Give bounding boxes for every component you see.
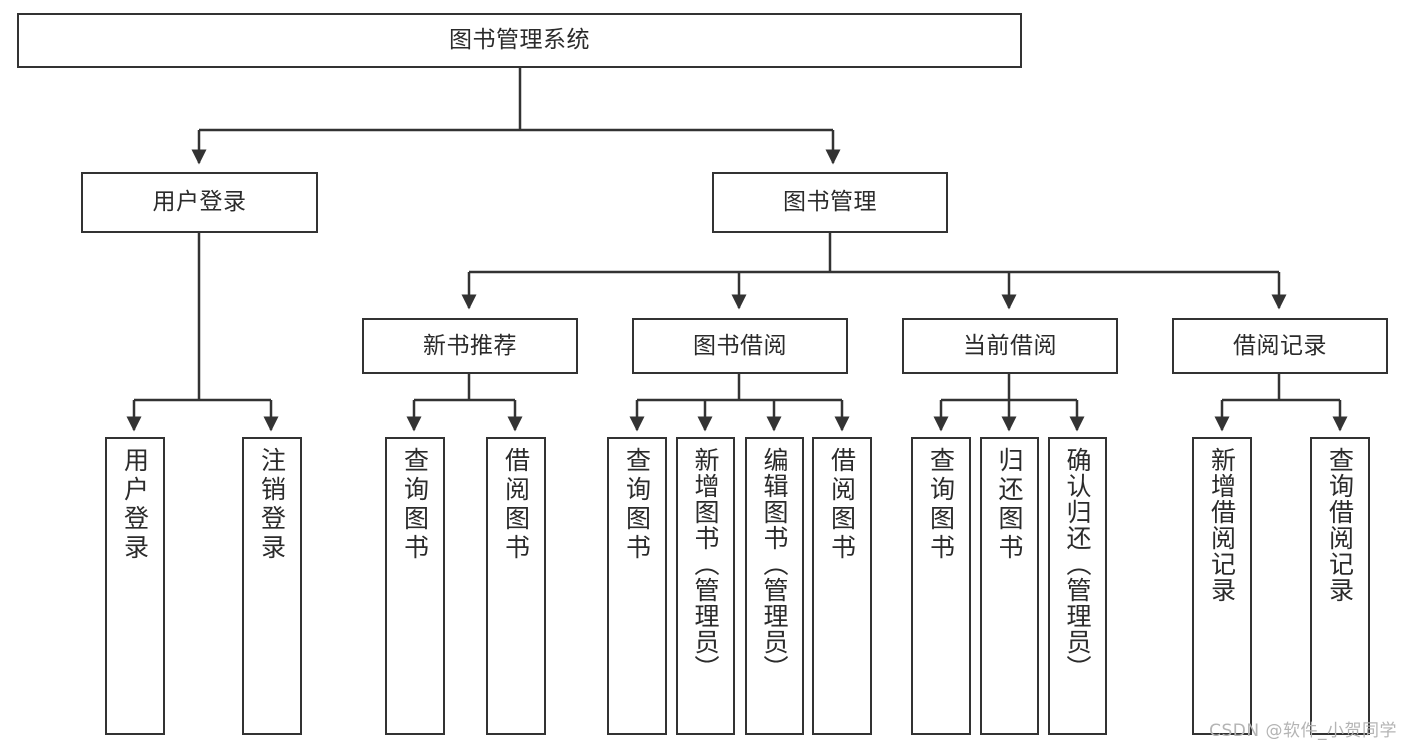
node-book-management[interactable]: 图书管理 [712,172,948,233]
leaf-borrow-borrow-book[interactable]: 借阅图书 [812,437,872,735]
node-current-borrow[interactable]: 当前借阅 [902,318,1118,374]
node-new-book-recommend[interactable]: 新书推荐 [362,318,578,374]
leaf-recommend-query-book[interactable]: 查询图书 [385,437,445,735]
node-user-login[interactable]: 用户登录 [81,172,318,233]
leaf-current-return-book[interactable]: 归还图书 [980,437,1039,735]
node-label: 图书管理系统 [449,27,590,54]
leaf-user-login-logout[interactable]: 注销登录 [242,437,302,735]
node-label: 查询图书 [926,447,956,563]
node-label: 借阅图书 [827,447,857,563]
node-label: 查询图书 [622,447,652,563]
leaf-record-query-borrow-record[interactable]: 查询借阅记录 [1310,437,1370,735]
node-label: 查询借阅记录 [1325,447,1355,603]
node-label: 确认归还（管理员） [1063,447,1092,681]
node-label: 新增图书（管理员） [691,447,720,681]
csdn-watermark: CSDN @软件_小贺同学 [1209,721,1397,741]
leaf-borrow-add-book-admin[interactable]: 新增图书（管理员） [676,437,735,735]
leaf-current-query-book[interactable]: 查询图书 [911,437,971,735]
leaf-borrow-query-book[interactable]: 查询图书 [607,437,667,735]
leaf-user-login-login[interactable]: 用户登录 [105,437,165,735]
leaf-borrow-edit-book-admin[interactable]: 编辑图书（管理员） [745,437,804,735]
node-label: 新增借阅记录 [1207,447,1237,603]
leaf-current-confirm-return-admin[interactable]: 确认归还（管理员） [1048,437,1107,735]
node-label: 图书借阅 [693,332,787,359]
node-label: 用户登录 [152,189,247,216]
leaf-recommend-borrow-book[interactable]: 借阅图书 [486,437,546,735]
node-label: 用户登录 [120,447,150,563]
node-root-book-management-system[interactable]: 图书管理系统 [17,13,1022,68]
node-label: 图书管理 [783,189,877,216]
node-label: 当前借阅 [963,332,1057,359]
node-borrow-record[interactable]: 借阅记录 [1172,318,1388,374]
node-label: 借阅图书 [501,447,531,563]
node-label: 查询图书 [400,447,430,563]
node-label: 注销登录 [257,447,287,563]
node-label: 编辑图书（管理员） [760,447,789,681]
node-label: 归还图书 [995,447,1024,563]
node-label: 新书推荐 [423,332,517,359]
node-label: 借阅记录 [1233,332,1327,359]
node-book-borrow[interactable]: 图书借阅 [632,318,848,374]
leaf-record-add-borrow-record[interactable]: 新增借阅记录 [1192,437,1252,735]
